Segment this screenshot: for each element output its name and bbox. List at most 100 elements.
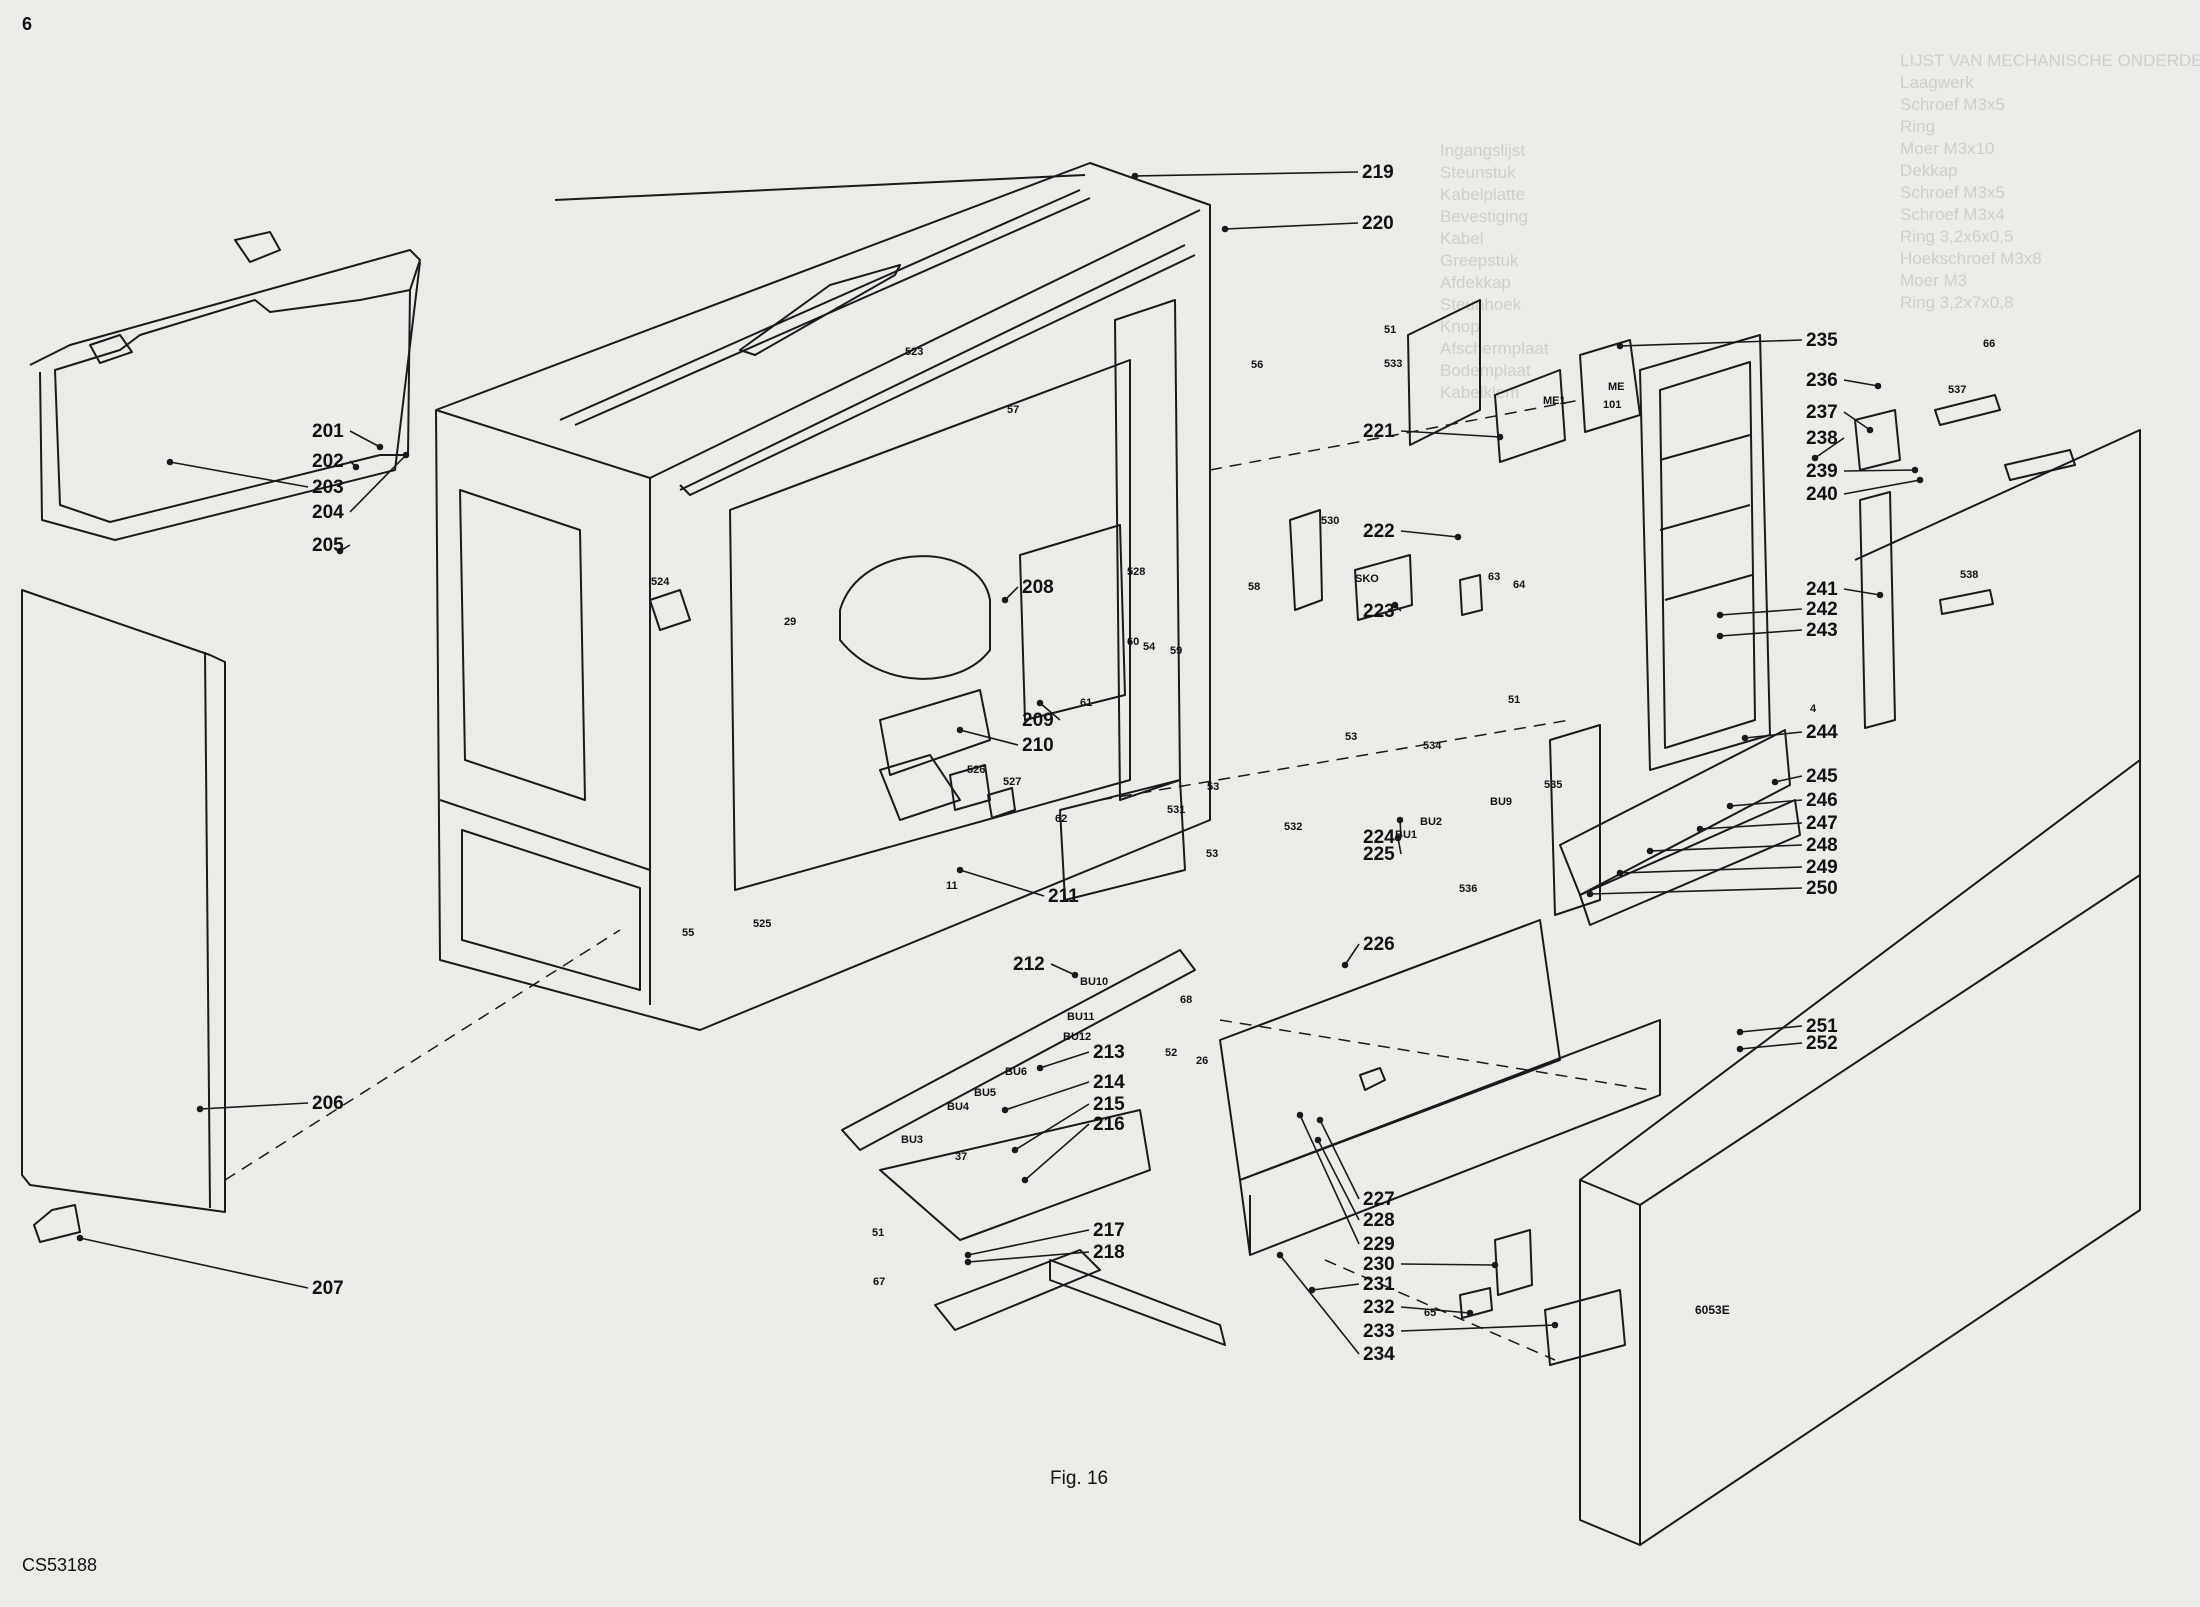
small-label-9: 537 (1948, 384, 1966, 396)
leader-point-230 (1491, 1261, 1499, 1269)
small-label-11: 530 (1321, 515, 1339, 527)
part-callout-243: 243 (1806, 620, 1838, 641)
leader-line-220 (1224, 222, 1359, 230)
small-label-1: 533 (1384, 358, 1402, 370)
leader-point-213 (1036, 1064, 1044, 1072)
small-label-4: 101 (1603, 399, 1621, 411)
leader-point-223 (1391, 601, 1399, 609)
part-callout-245: 245 (1806, 766, 1838, 787)
leader-point-227 (1316, 1116, 1324, 1124)
leader-point-228 (1314, 1136, 1322, 1144)
leader-line-211 (959, 869, 1045, 897)
part-callout-224: 224 (1363, 827, 1395, 848)
part-callout-220: 220 (1362, 213, 1394, 234)
small-label-46: 52 (1165, 1047, 1177, 1059)
small-label-6: 56 (1251, 359, 1263, 371)
leader-line-230 (1400, 1263, 1496, 1266)
leader-line-215 (1014, 1103, 1090, 1151)
small-label-14: 64 (1513, 579, 1526, 591)
leader-line-213 (1039, 1051, 1090, 1069)
part-callout-228: 228 (1363, 1210, 1395, 1231)
small-label-41: 525 (753, 918, 771, 930)
small-label-16: 29 (784, 616, 796, 628)
small-label-15: 524 (651, 576, 670, 588)
part-callout-218: 218 (1093, 1242, 1125, 1263)
leader-line-245 (1774, 775, 1803, 783)
small-label-27: 53 (1207, 781, 1219, 793)
small-label-10: 538 (1960, 569, 1978, 581)
small-label-23: 51 (1508, 694, 1520, 706)
leader-point-219 (1131, 172, 1139, 180)
small-label-42: BU10 (1080, 976, 1108, 988)
leader-line-219 (1134, 171, 1359, 177)
leader-line-239 (1843, 469, 1916, 472)
part-callout-206: 206 (312, 1093, 344, 1114)
leader-point-237 (1866, 426, 1874, 434)
part-callout-216: 216 (1093, 1114, 1125, 1135)
leader-line-217 (967, 1229, 1090, 1256)
small-label-7: 57 (1007, 404, 1019, 416)
small-label-45: 68 (1180, 994, 1192, 1006)
bottom-chassis (1219, 919, 1661, 1256)
small-label-54: 67 (873, 1276, 885, 1288)
small-label-3: ME (1608, 381, 1625, 393)
part-callout-223: 223 (1363, 601, 1395, 622)
leader-point-244 (1741, 734, 1749, 742)
leader-line-204 (349, 454, 407, 513)
part-callout-248: 248 (1806, 835, 1838, 856)
small-label-40: 55 (682, 927, 694, 939)
handle-frame (29, 231, 421, 541)
leader-point-202 (352, 463, 360, 471)
leader-point-209 (1036, 699, 1044, 707)
leader-point-229 (1296, 1111, 1304, 1119)
part-callout-242: 242 (1806, 599, 1838, 620)
leader-point-215 (1011, 1146, 1019, 1154)
leader-point-201 (376, 443, 384, 451)
leader-line-244 (1744, 731, 1803, 739)
part-callout-203: 203 (312, 477, 344, 498)
figure-caption: Fig. 16 (1050, 1468, 1109, 1489)
leader-line-221 (1400, 430, 1501, 438)
leader-point-251 (1736, 1028, 1744, 1036)
part-callout-204: 204 (312, 502, 344, 523)
part-callout-227: 227 (1363, 1189, 1395, 1210)
small-label-51: BU3 (901, 1134, 923, 1146)
small-label-36: 531 (1167, 804, 1185, 816)
part-callout-226: 226 (1363, 934, 1395, 955)
leader-line-218 (967, 1251, 1090, 1263)
small-label-25: 53 (1345, 731, 1357, 743)
small-label-50: BU4 (947, 1101, 970, 1113)
hinges (1854, 394, 2076, 729)
small-label-32: BU1 (1395, 829, 1417, 841)
part-callout-232: 232 (1363, 1297, 1395, 1318)
leader-line-242 (1719, 608, 1803, 616)
leader-line-248 (1649, 844, 1803, 852)
leader-point-206 (196, 1105, 204, 1113)
main-cabinet (435, 162, 1211, 1031)
leader-line-216 (1024, 1123, 1090, 1181)
leader-line-206 (199, 1102, 309, 1110)
leader-point-204 (402, 451, 410, 459)
leader-line-226 (1344, 943, 1360, 966)
leader-point-239 (1911, 466, 1919, 474)
inner-parts (649, 524, 1186, 901)
small-label-43: BU11 (1067, 1011, 1095, 1023)
small-label-38: 11 (946, 880, 958, 892)
small-label-47: 26 (1196, 1055, 1208, 1067)
leader-line-249 (1619, 866, 1803, 874)
leader-line-233 (1400, 1324, 1556, 1332)
part-callout-221: 221 (1363, 421, 1395, 442)
small-label-52: 37 (955, 1151, 967, 1163)
part-callout-239: 239 (1806, 461, 1838, 482)
leader-point-236 (1874, 382, 1882, 390)
leader-point-232 (1466, 1309, 1474, 1317)
leader-line-229 (1299, 1114, 1360, 1245)
small-label-30: BU9 (1490, 796, 1512, 808)
leader-line-250 (1589, 887, 1803, 895)
ghost-right-column: LIJST VAN MECHANISCHE ONDERDELEN Laagwer… (1900, 51, 2200, 312)
small-label-48: BU6 (1005, 1066, 1027, 1078)
part-callout-205: 205 (312, 535, 344, 556)
leader-line-247 (1699, 822, 1803, 830)
